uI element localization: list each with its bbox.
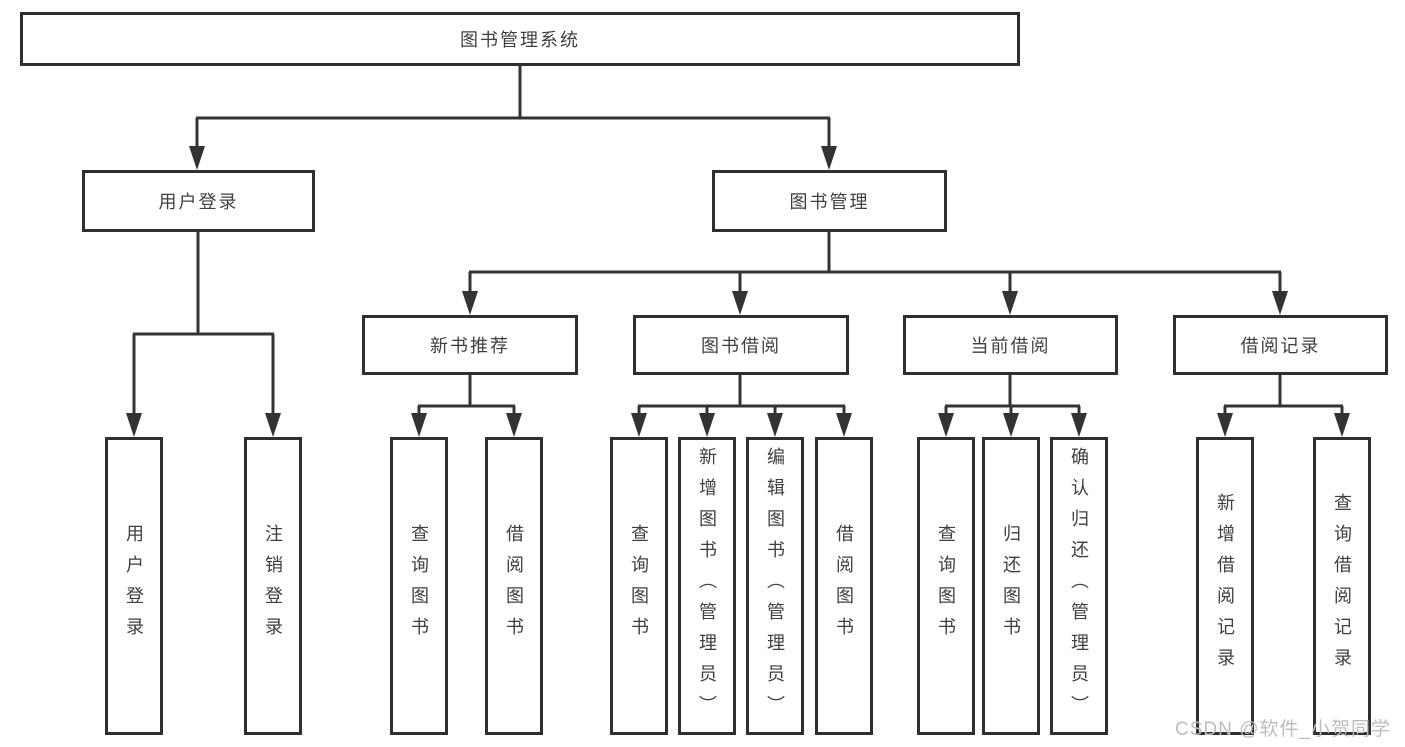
leaf-query-books-current: 查询图书 [917, 437, 975, 735]
leaf-confirm-return-admin: 确认归还（管理员） [1050, 437, 1108, 735]
node-current-borrowing: 当前借阅 [903, 315, 1118, 375]
node-label: 当前借阅 [970, 336, 1051, 356]
node-label: 新书推荐 [430, 336, 510, 356]
node-label: 编辑图书（管理员） [765, 446, 785, 726]
arrow-icon [631, 413, 647, 437]
node-label: 查询借阅记录 [1332, 493, 1352, 679]
arrow-icon [506, 413, 522, 437]
leaf-return-books: 归还图书 [982, 437, 1040, 735]
node-label: 用户登录 [124, 524, 144, 648]
node-label: 注销登录 [263, 524, 283, 648]
arrowheads [126, 146, 1350, 437]
leaf-query-borrow-record: 查询借阅记录 [1313, 437, 1371, 735]
connector-newbook-to-leaves [417, 375, 516, 417]
arrow-icon [1003, 413, 1019, 437]
node-label: 查询图书 [409, 524, 429, 648]
node-label: 图书借阅 [701, 336, 781, 356]
leaf-user-login: 用户登录 [105, 437, 163, 735]
arrow-icon [1334, 413, 1350, 437]
node-label: 借阅记录 [1240, 336, 1321, 356]
leaf-borrow-books: 借阅图书 [815, 437, 873, 735]
node-label: 归还图书 [1001, 524, 1021, 648]
arrow-icon [462, 291, 478, 315]
leaf-add-book-admin: 新增图书（管理员） [678, 437, 736, 735]
node-borrowing-records: 借阅记录 [1173, 315, 1388, 375]
connector-root-to-level2 [195, 66, 831, 150]
arrow-icon [1002, 291, 1018, 315]
arrow-icon [938, 413, 954, 437]
watermark: CSDN @软件_小贺同学 [1175, 719, 1391, 740]
arrow-icon [699, 413, 715, 437]
node-library-system: 图书管理系统 [20, 12, 1020, 66]
arrow-icon [1071, 413, 1087, 437]
leaf-edit-book-admin: 编辑图书（管理员） [746, 437, 804, 735]
node-user-login-group: 用户登录 [82, 170, 315, 232]
arrow-icon [126, 413, 142, 437]
arrow-icon [732, 291, 748, 315]
arrow-icon [821, 146, 837, 170]
node-book-management: 图书管理 [712, 170, 947, 232]
node-label: 确认归还（管理员） [1069, 446, 1089, 726]
node-label: 新增图书（管理员） [697, 446, 717, 726]
node-label: 查询图书 [936, 524, 956, 648]
arrow-icon [767, 413, 783, 437]
node-new-book-recommend: 新书推荐 [362, 315, 578, 375]
arrow-icon [1217, 413, 1233, 437]
node-label: 查询图书 [629, 524, 649, 648]
arrow-icon [836, 413, 852, 437]
arrow-icon [1272, 291, 1288, 315]
arrow-icon [411, 413, 427, 437]
leaf-borrow-books-recommend: 借阅图书 [485, 437, 543, 735]
connector-userlogin-to-leaves [132, 232, 275, 417]
node-label: 新增借阅记录 [1215, 493, 1235, 679]
node-label: 借阅图书 [834, 524, 854, 648]
node-label: 图书管理 [789, 192, 870, 212]
arrow-icon [265, 413, 281, 437]
connector-records-to-leaves [1223, 375, 1344, 417]
node-label: 用户登录 [158, 192, 239, 212]
node-book-borrowing: 图书借阅 [633, 315, 849, 375]
connector-bookmgmt-to-level3 [468, 232, 1282, 295]
leaf-logout: 注销登录 [244, 437, 302, 735]
connector-bookborrow-to-leaves [637, 375, 846, 417]
arrow-icon [189, 146, 205, 170]
leaf-query-books-borrow: 查询图书 [610, 437, 668, 735]
leaf-query-books-recommend: 查询图书 [390, 437, 448, 735]
node-label: 借阅图书 [504, 524, 524, 648]
node-label: 图书管理系统 [460, 30, 580, 50]
leaf-add-borrow-record: 新增借阅记录 [1196, 437, 1254, 735]
connector-currentborrow-to-leaves [944, 375, 1081, 417]
